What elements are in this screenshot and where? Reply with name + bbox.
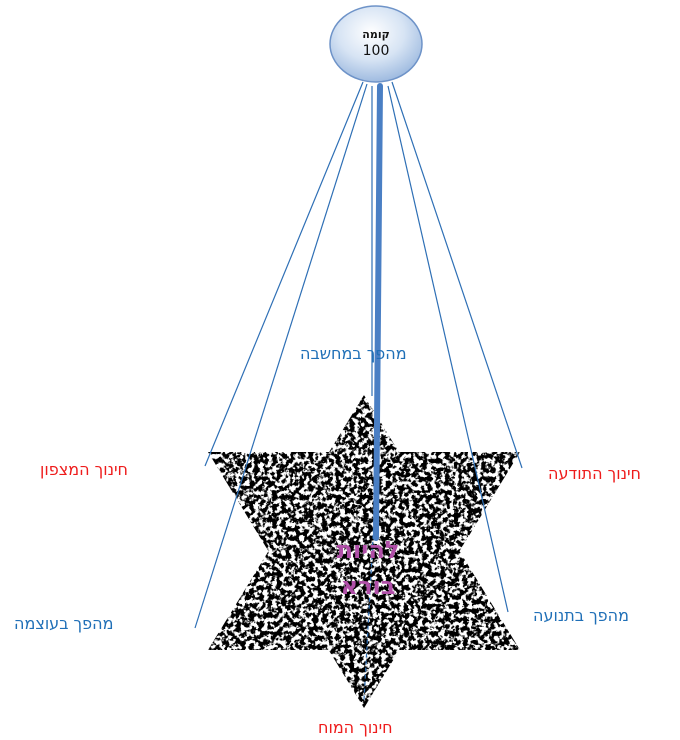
center-label: להיות בורא (318, 532, 418, 604)
central-axis-bar (373, 83, 383, 541)
star-of-david (208, 395, 520, 708)
node-title: קומה (362, 28, 390, 41)
connector-lines (194, 81, 523, 701)
center-line-2: בורא (340, 572, 396, 600)
top-node (329, 5, 423, 83)
center-line-1: להיות (336, 536, 400, 564)
star-triangle-down (208, 452, 520, 708)
label-left-lower: מהפך בעוצמה (14, 614, 114, 633)
label-top-center: מהפך במחשבה (300, 344, 407, 363)
line-to-left-upper (204, 81, 364, 467)
label-right-upper: חינוך התודעה (548, 464, 642, 483)
top-node-label: קומה 100 (330, 26, 422, 60)
line-to-right-lower (387, 85, 509, 613)
label-right-lower: מהפך בתנועה (533, 606, 629, 625)
node-value: 100 (362, 43, 390, 59)
line-to-left-lower (194, 83, 368, 629)
line-to-right-upper (391, 81, 523, 469)
label-bottom: חינוך המוח (318, 718, 393, 737)
label-left-upper: חינוך המצפון (40, 460, 128, 479)
